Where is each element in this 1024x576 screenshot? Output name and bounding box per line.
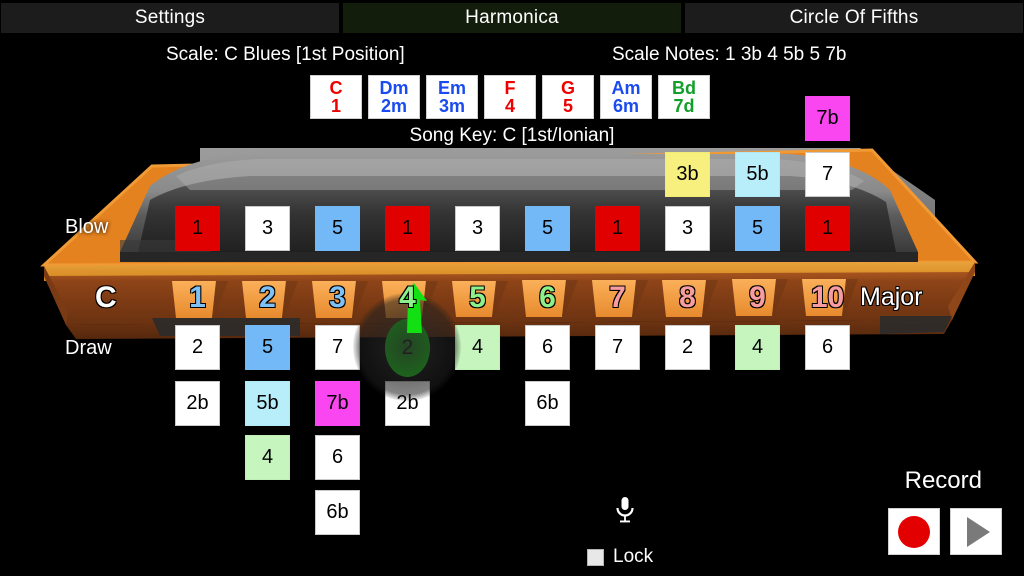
- chord-degree: 2m: [380, 96, 407, 116]
- chord-degree: 5: [562, 96, 573, 116]
- tab-circle-of-fifths-label: Circle Of Fifths: [789, 7, 919, 28]
- harmonica-mode-label: Major: [860, 283, 923, 311]
- note-cell-overblow-hole-10[interactable]: 7b: [805, 96, 850, 141]
- hole-number-8[interactable]: 8: [679, 281, 696, 314]
- chord-name: F: [504, 77, 516, 98]
- active-note-indicator: 2: [385, 318, 430, 377]
- microphone-icon: [616, 497, 634, 523]
- note-cell-draw-hole-9[interactable]: 4: [735, 325, 780, 370]
- hole-number-3[interactable]: 3: [329, 281, 346, 314]
- play-triangle-icon: [967, 516, 990, 547]
- note-cell-draw-hole-5[interactable]: 4: [455, 325, 500, 370]
- chord-name: Em: [437, 77, 466, 98]
- note-cell-draw-hole-4[interactable]: 2: [385, 318, 430, 377]
- draw-row-label: Draw: [65, 337, 112, 359]
- tab-circle-of-fifths[interactable]: Circle Of Fifths: [684, 2, 1024, 34]
- scale-label: Scale: C Blues [1st Position]: [166, 44, 405, 65]
- scale-notes-label: Scale Notes: 1 3b 4 5b 5 7b: [612, 44, 847, 65]
- tab-harmonica-label: Harmonica: [465, 7, 559, 28]
- note-cell-blow-hole-2[interactable]: 3: [245, 206, 290, 251]
- note-cell-draw-hole-7[interactable]: 7: [595, 325, 640, 370]
- lock-label: Lock: [613, 546, 654, 567]
- hole-number-7[interactable]: 7: [609, 281, 626, 314]
- tab-settings[interactable]: Settings: [0, 2, 340, 34]
- chord-degree: 6m: [612, 96, 639, 116]
- note-cell-draw-hole-2[interactable]: 5: [245, 325, 290, 370]
- lock-checkbox[interactable]: [587, 548, 604, 566]
- play-button[interactable]: [950, 508, 1002, 555]
- hole-number-6[interactable]: 6: [539, 281, 556, 314]
- chord-name: Dm: [379, 77, 409, 98]
- note-cell-bend1-hole-6[interactable]: 6b: [525, 381, 570, 426]
- chord-name: Bd: [672, 77, 696, 98]
- record-dot-icon: [898, 515, 930, 548]
- chord-name: C: [329, 77, 343, 98]
- note-cell-blow-hole-5[interactable]: 3: [455, 206, 500, 251]
- hole-number-9[interactable]: 9: [749, 281, 766, 314]
- lock-toggle[interactable]: Lock: [587, 546, 653, 568]
- top-tab-bar: Settings Harmonica Circle Of Fifths: [0, 0, 1024, 36]
- note-cell-draw-hole-3[interactable]: 7: [315, 325, 360, 370]
- chord-degree: 3m: [438, 96, 465, 116]
- note-cell-blow-hole-1[interactable]: 1: [175, 206, 220, 251]
- info-row: Scale: C Blues [1st Position] Scale Note…: [0, 44, 1024, 70]
- record-button[interactable]: [888, 508, 940, 555]
- hole-number-10[interactable]: 10: [810, 281, 845, 314]
- note-cell-draw-hole-6[interactable]: 6: [525, 325, 570, 370]
- note-cell-blow-bend-hole-9[interactable]: 5b: [735, 152, 780, 197]
- chord-name: G: [560, 77, 575, 98]
- note-cell-blow-hole-8[interactable]: 3: [665, 206, 710, 251]
- tab-settings-label: Settings: [134, 7, 206, 28]
- note-cell-bend1-hole-3[interactable]: 7b: [315, 381, 360, 426]
- blow-row-label: Blow: [65, 216, 109, 238]
- chord-degree: 7d: [673, 96, 695, 116]
- chord-degree: 1: [330, 96, 341, 116]
- note-cell-blow-hole-3[interactable]: 5: [315, 206, 360, 251]
- note-cell-blow-hole-7[interactable]: 1: [595, 206, 640, 251]
- note-cell-blow-hole-10[interactable]: 1: [805, 206, 850, 251]
- note-cell-bend2-hole-3[interactable]: 6: [315, 435, 360, 480]
- note-cell-blow-hole-9[interactable]: 5: [735, 206, 780, 251]
- chord-name: Am: [611, 77, 641, 98]
- note-cell-blow-hole-6[interactable]: 5: [525, 206, 570, 251]
- note-cell-bend1-hole-4[interactable]: 2b: [385, 381, 430, 426]
- note-cell-blow-bend-hole-8[interactable]: 3b: [665, 152, 710, 197]
- hole-number-2[interactable]: 2: [259, 281, 276, 314]
- note-cell-blow-bend-hole-10[interactable]: 7: [805, 152, 850, 197]
- note-cell-bend1-hole-2[interactable]: 5b: [245, 381, 290, 426]
- tab-harmonica[interactable]: Harmonica: [342, 2, 682, 34]
- chord-degree: 4: [504, 96, 515, 116]
- record-label: Record: [904, 467, 982, 494]
- harmonica-key-label: C: [95, 281, 117, 314]
- note-cell-bend2-hole-2[interactable]: 4: [245, 435, 290, 480]
- note-cell-draw-hole-8[interactable]: 2: [665, 325, 710, 370]
- hole-number-4[interactable]: 4: [399, 281, 416, 314]
- hole-number-1[interactable]: 1: [189, 281, 206, 314]
- note-cell-draw-hole-1[interactable]: 2: [175, 325, 220, 370]
- note-cell-bend1-hole-1[interactable]: 2b: [175, 381, 220, 426]
- hole-number-5[interactable]: 5: [469, 281, 486, 314]
- note-cell-draw-hole-10[interactable]: 6: [805, 325, 850, 370]
- note-cell-bend3-hole-3[interactable]: 6b: [315, 490, 360, 535]
- note-cell-blow-hole-4[interactable]: 1: [385, 206, 430, 251]
